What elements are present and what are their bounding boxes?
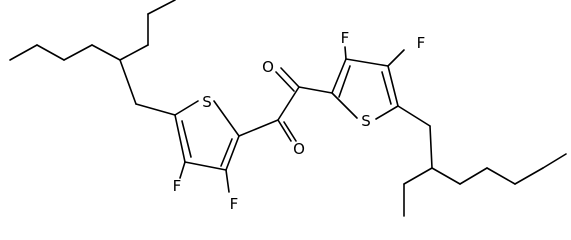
oxygen-atom-bottom: O xyxy=(293,140,305,158)
atom-labels: S S F F F F O O xyxy=(173,29,426,213)
left-alkyl-chain xyxy=(9,0,176,116)
right-thiophene-ring xyxy=(331,46,405,120)
fluorine-atom-left-bottom: F xyxy=(230,195,239,213)
molecule-structure-diagram: S S F F F F O O xyxy=(9,0,567,217)
left-thiophene-ring xyxy=(174,100,240,193)
right-alkyl-chain xyxy=(397,105,567,217)
sulfur-atom-left: S xyxy=(202,93,212,111)
fluorine-atom-right-right: F xyxy=(417,34,426,52)
diketone-bridge xyxy=(238,67,333,142)
fluorine-atom-left-top: F xyxy=(173,177,182,195)
fluorine-atom-right-left: F xyxy=(341,29,350,47)
oxygen-atom-top: O xyxy=(262,58,274,76)
sulfur-atom-right: S xyxy=(361,112,371,130)
